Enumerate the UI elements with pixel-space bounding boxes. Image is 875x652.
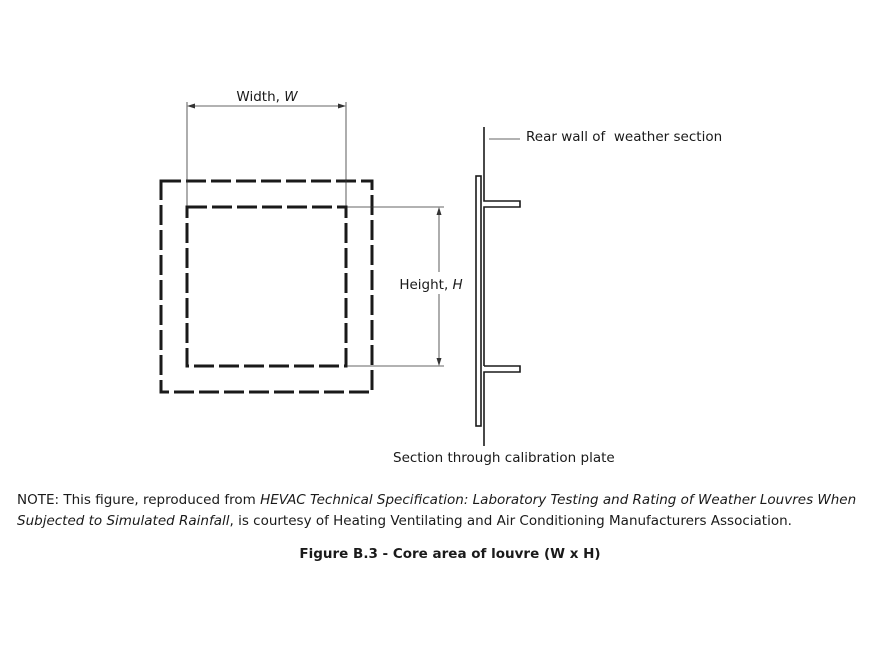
height-label-backdrop [396,272,468,294]
note-source-title: HEVAC Technical Specification: Laborator… [17,492,857,529]
width-arrow-right [338,103,346,109]
height-label: Height, H [399,277,462,293]
height-arrow-bottom [436,358,442,366]
figure-note: NOTE: This figure, reproduced from HEVAC… [17,490,867,532]
note-suffix: , is courtesy of Heating Ventilating and… [229,513,792,529]
width-label: Width, W [236,89,298,105]
height-arrow-top [436,207,442,215]
outer-dashed-square [159,179,374,394]
core-area-dashed-square [185,205,348,368]
calibration-plate-section [475,127,521,446]
rear-wall-label: Rear wall of weather section [526,129,722,145]
louvre-core-area-diagram: Width, W Height, H Rear wall of weather … [159,89,722,466]
figure-caption: Figure B.3 - Core area of louvre (W x H) [299,546,601,562]
width-dimension [186,102,347,206]
section-label: Section through calibration plate [393,450,615,466]
note-prefix: NOTE: This figure, reproduced from [17,492,261,508]
width-arrow-left [187,103,195,109]
